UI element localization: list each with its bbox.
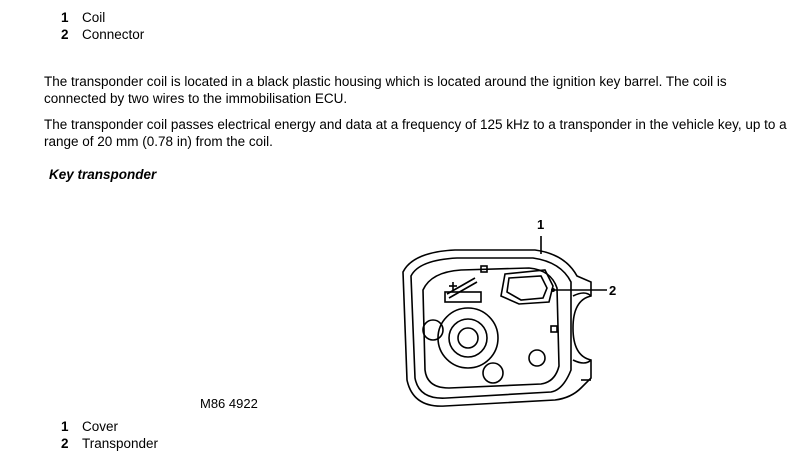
legend-top: 1 Coil 2 Connector [61, 9, 144, 43]
legend-item: 2 Transponder [61, 435, 158, 452]
section-heading: Key transponder [49, 167, 157, 182]
key-transponder-figure: 1 2 [385, 210, 635, 423]
legend-number: 2 [61, 436, 69, 451]
legend-item: 1 Coil [61, 9, 144, 26]
callout-number-2: 2 [609, 283, 616, 298]
key-cover-outline [402, 249, 592, 407]
key-transponder-drawing: 1 2 [402, 217, 616, 407]
legend-bottom: 1 Cover 2 Transponder [61, 418, 158, 452]
callout-dot-2 [551, 288, 555, 292]
legend-label: Connector [82, 27, 145, 42]
paragraph-coil-frequency: The transponder coil passes electrical e… [44, 117, 787, 149]
callout-number-1: 1 [537, 217, 544, 232]
legend-number: 1 [61, 419, 69, 434]
legend-label: Coil [82, 10, 106, 25]
legend-number: 2 [61, 27, 69, 42]
legend-item: 1 Cover [61, 418, 158, 435]
legend-label: Cover [82, 419, 119, 434]
plus-icon [449, 282, 457, 290]
battery-circle [437, 307, 499, 369]
legend-label: Transponder [82, 436, 159, 451]
legend-item: 2 Connector [61, 26, 144, 43]
paragraph-coil-location: The transponder coil is located in a bla… [44, 74, 727, 106]
legend-number: 1 [61, 10, 69, 25]
transponder-pocket [500, 269, 554, 305]
figure-reference: M86 4922 [200, 396, 258, 411]
